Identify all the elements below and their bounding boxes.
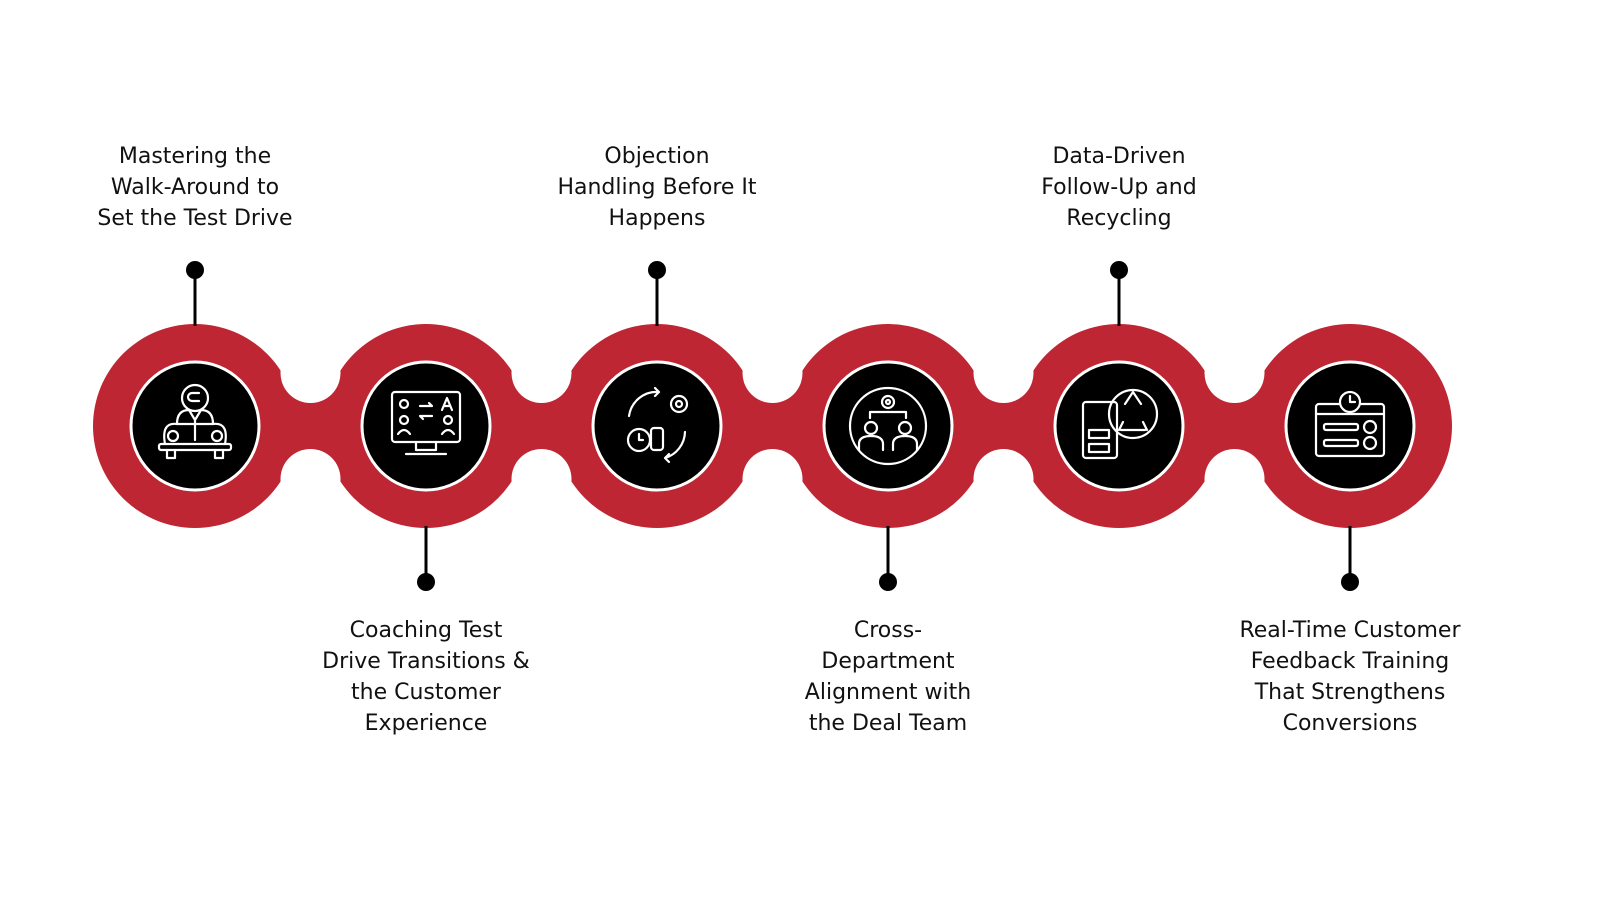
label-line: Experience (364, 711, 488, 736)
label-line: Conversions (1282, 711, 1418, 736)
objection-handling-cycle-icon (626, 386, 689, 464)
label-line: That Strengthens (1254, 680, 1446, 705)
step-icon-circle (591, 360, 723, 492)
step-icon-circle (1053, 360, 1185, 492)
pin-dot (417, 573, 435, 591)
label-line: the Deal Team (808, 711, 968, 736)
label-line: Drive Transitions & (322, 649, 530, 674)
team-alignment-icon (848, 386, 928, 466)
connector-notch (742, 449, 803, 509)
recycle-documents-icon (1081, 388, 1159, 460)
connector-notch (742, 343, 803, 403)
label-line: Set the Test Drive (97, 206, 293, 231)
label-line: Happens (608, 206, 706, 231)
connector-notch (973, 449, 1034, 509)
pin-dot (879, 573, 897, 591)
label-line: Coaching Test (349, 618, 503, 643)
label-line: Handling Before It (557, 175, 757, 200)
label-line: Walk-Around to (110, 175, 280, 200)
label-line: Department (821, 649, 955, 674)
label-line: Feedback Training (1250, 649, 1450, 674)
pin-dot (1110, 261, 1128, 279)
connector-notch (1204, 343, 1265, 403)
connector-notch (280, 343, 341, 403)
label-line: Objection (604, 144, 710, 169)
feedback-form-icon (1314, 390, 1386, 458)
connector-notch (1204, 449, 1265, 509)
pin-dot (186, 261, 204, 279)
connector-notch (280, 449, 341, 509)
label-line: Mastering the (118, 144, 272, 169)
label-line: Real-Time Customer (1239, 618, 1461, 643)
label-line: the Customer (351, 680, 501, 705)
label-line: Alignment with (804, 680, 972, 705)
step-icon-circle (1284, 360, 1416, 492)
connector-notch (973, 343, 1034, 403)
pin-dot (1341, 573, 1359, 591)
label-line: Data-Driven (1052, 144, 1186, 169)
pin-dot (648, 261, 666, 279)
label-line: Recycling (1066, 206, 1172, 231)
step-icon-circle (360, 360, 492, 492)
label-line: Cross- (853, 618, 923, 643)
label-line: Follow-Up and (1041, 175, 1197, 200)
step-icon-circle (822, 360, 954, 492)
car-test-drive-icon (157, 383, 233, 460)
connector-notch (511, 343, 572, 403)
monitor-qa-icon (390, 390, 462, 456)
connector-notch (511, 449, 572, 509)
